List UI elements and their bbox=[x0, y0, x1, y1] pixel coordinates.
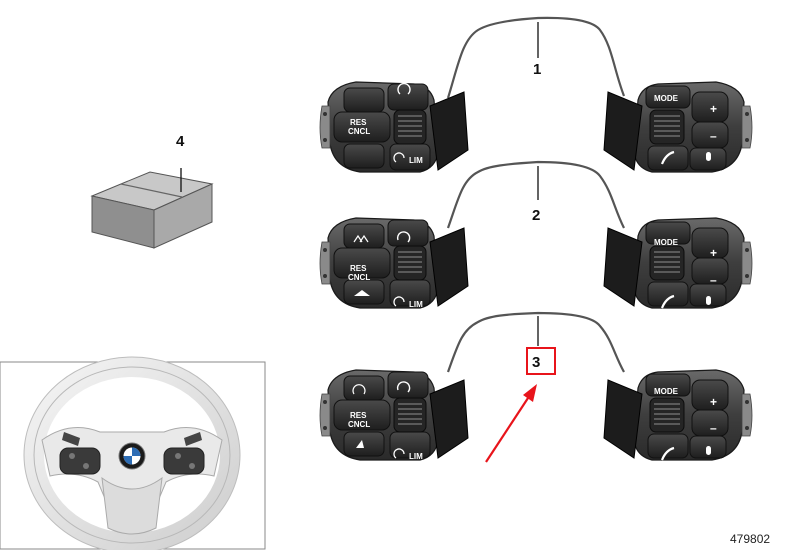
part-2-left-module: RES CNCL LIM bbox=[319, 217, 469, 309]
callout-4: 4 bbox=[176, 133, 185, 150]
res-cncl-label-1b: CNCL bbox=[348, 127, 370, 136]
callout-2: 2 bbox=[532, 207, 540, 224]
highlight-box-3 bbox=[526, 347, 556, 375]
plus-label-2: + bbox=[710, 246, 717, 260]
highlight-arrow bbox=[485, 384, 537, 463]
part-3-left-module: RES CNCL LIM bbox=[319, 369, 469, 461]
part-2-right-module: MODE + – bbox=[603, 217, 753, 309]
part-1-right-module: MODE + – bbox=[603, 81, 753, 173]
mode-label-1: MODE bbox=[654, 94, 679, 103]
bmw-logo bbox=[118, 442, 146, 470]
callout-1: 1 bbox=[533, 61, 541, 78]
part-3-right-module: MODE + – bbox=[603, 369, 753, 461]
mode-label-2: MODE bbox=[654, 238, 679, 247]
res-cncl-label-3: RES bbox=[350, 411, 367, 420]
part-4-box bbox=[90, 168, 214, 249]
res-cncl-label-2: RES bbox=[350, 264, 367, 273]
callout-3: 3 bbox=[532, 354, 540, 371]
lim-label-1: LIM bbox=[409, 156, 423, 165]
lim-label-3: LIM bbox=[409, 452, 423, 461]
part-3-cable bbox=[446, 311, 625, 373]
plus-label-1: + bbox=[710, 102, 717, 116]
res-cncl-label-1: RES bbox=[350, 118, 367, 127]
diagram-id: 479802 bbox=[730, 532, 770, 546]
minus-label-1: – bbox=[710, 129, 717, 143]
part-1-cable bbox=[446, 16, 626, 99]
mode-label-3: MODE bbox=[654, 387, 679, 396]
steering-wheel-inset bbox=[0, 356, 266, 550]
lim-label-2: LIM bbox=[409, 300, 423, 309]
minus-label-2: – bbox=[710, 273, 717, 287]
res-cncl-label-3b: CNCL bbox=[348, 420, 370, 429]
minus-label-3: – bbox=[710, 421, 717, 435]
part-1-left-module: RES CNCL LIM bbox=[319, 81, 469, 173]
plus-label-3: + bbox=[710, 395, 717, 409]
part-2-cable bbox=[446, 160, 625, 229]
res-cncl-label-2b: CNCL bbox=[348, 273, 370, 282]
